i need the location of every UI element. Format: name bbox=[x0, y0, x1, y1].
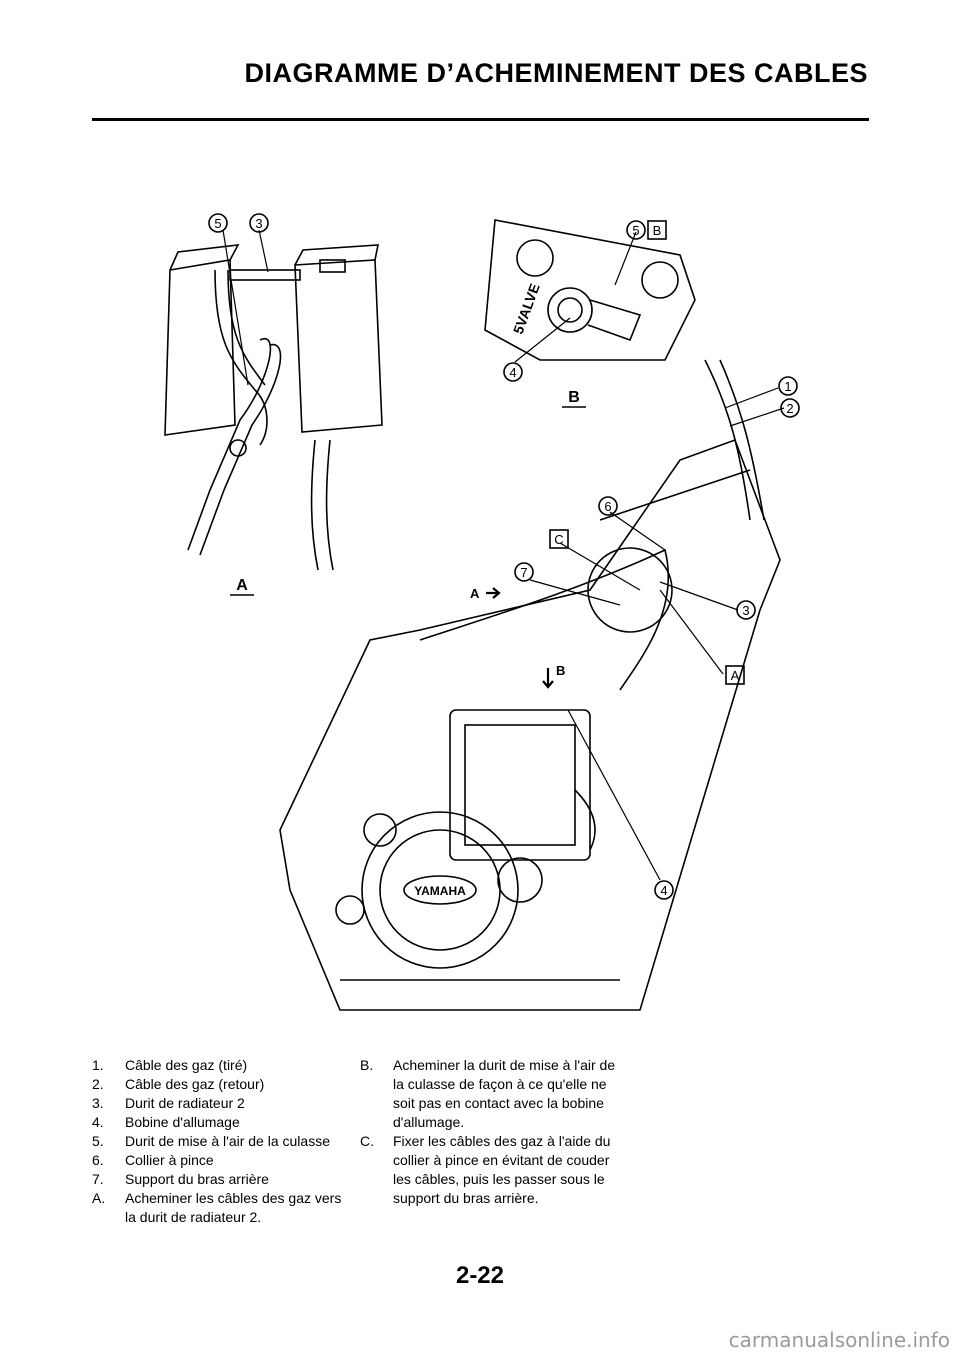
page-title: DIAGRAMME D’ACHEMINEMENT DES CABLES bbox=[244, 58, 868, 88]
callout-4-frame: 4 bbox=[654, 880, 674, 900]
svg-text:B: B bbox=[653, 223, 662, 238]
legend-item: 4.Bobine d'allumage bbox=[92, 1114, 240, 1130]
view-arrow-a: A bbox=[470, 586, 501, 601]
svg-text:B: B bbox=[568, 389, 580, 406]
svg-text:4: 4 bbox=[660, 883, 667, 898]
view-label-b: B bbox=[562, 389, 586, 408]
legend-right: B.Acheminer la durit de mise à l'air de … bbox=[360, 1056, 620, 1208]
callout-3-frame: 3 bbox=[736, 600, 756, 620]
svg-text:3: 3 bbox=[255, 216, 262, 231]
brand-label: YAMAHA bbox=[414, 884, 466, 898]
legend-item: 2.Câble des gaz (retour) bbox=[92, 1076, 265, 1092]
box-letter-b-head: B bbox=[647, 220, 667, 240]
svg-text:5: 5 bbox=[214, 216, 221, 231]
callout-1: 1 bbox=[778, 376, 798, 396]
svg-text:A: A bbox=[236, 577, 248, 594]
callout-3-top: 3 bbox=[249, 213, 269, 233]
svg-text:A: A bbox=[731, 668, 740, 683]
svg-text:3: 3 bbox=[742, 603, 749, 618]
legend-item: 1.Câble des gaz (tiré) bbox=[92, 1057, 248, 1073]
legend-item: 7.Support du bras arrière bbox=[92, 1171, 269, 1187]
callout-7: 7 bbox=[514, 562, 534, 582]
view-label-a: A bbox=[230, 577, 254, 596]
callout-4-head: 4 bbox=[503, 362, 523, 382]
callout-5-head: 5 bbox=[626, 220, 646, 240]
svg-text:2: 2 bbox=[786, 401, 793, 416]
legend-item: 6.Collier à pince bbox=[92, 1152, 214, 1168]
svg-text:A: A bbox=[470, 586, 480, 601]
box-letter-c: C bbox=[549, 529, 569, 549]
legend-item: B.Acheminer la durit de mise à l'air de … bbox=[360, 1057, 616, 1130]
callout-6: 6 bbox=[598, 496, 618, 516]
svg-text:5: 5 bbox=[632, 223, 639, 238]
svg-text:C: C bbox=[554, 532, 563, 547]
svg-text:4: 4 bbox=[509, 365, 516, 380]
svg-text:7: 7 bbox=[520, 565, 527, 580]
view-arrow-b: B bbox=[542, 663, 565, 689]
svg-text:B: B bbox=[556, 663, 565, 678]
frame-and-engine: YAMAHA bbox=[279, 359, 781, 1011]
page-number: 2-22 bbox=[455, 1262, 505, 1289]
legend-left: 1.Câble des gaz (tiré) 2.Câble des gaz (… bbox=[92, 1056, 352, 1227]
cylinder-head-detail: 5VALVE bbox=[484, 219, 696, 361]
box-letter-a-frame: A bbox=[725, 665, 745, 685]
legend-item: 3.Durit de radiateur 2 bbox=[92, 1095, 245, 1111]
svg-text:6: 6 bbox=[604, 499, 611, 514]
cable-routing-diagram: 5VALVE YAMAHA 5 bbox=[164, 213, 800, 1011]
leader-lines bbox=[222, 229, 785, 881]
radiator-detail bbox=[164, 244, 383, 571]
legend-item: A.Acheminer les câbles des gaz vers la d… bbox=[92, 1190, 342, 1225]
header-rule bbox=[92, 118, 869, 121]
callout-2: 2 bbox=[780, 398, 800, 418]
legend-item: C.Fixer les câbles des gaz à l'aide du c… bbox=[360, 1133, 611, 1206]
callout-5-top: 5 bbox=[208, 213, 228, 233]
legend-item: 5.Durit de mise à l'air de la culasse bbox=[92, 1133, 330, 1149]
svg-text:1: 1 bbox=[784, 379, 791, 394]
engine-mark-label: 5VALVE bbox=[510, 281, 543, 336]
watermark: carmanualsonline.info bbox=[728, 1328, 950, 1352]
